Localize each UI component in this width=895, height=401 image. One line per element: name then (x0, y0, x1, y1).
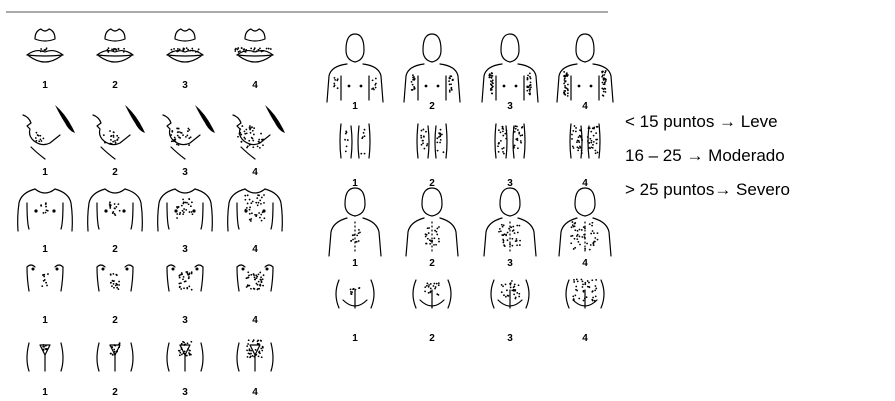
lower-back-figure-1: 1 (336, 280, 374, 344)
thigh-figure-2: 2 (417, 124, 447, 189)
lower-back-score-label: 3 (507, 333, 513, 344)
arm-score-label: 3 (507, 101, 513, 112)
chin-score-label: 2 (112, 167, 118, 178)
upper-abdomen-figure-4: 4 (237, 265, 273, 326)
chest-figure-3: 3 (158, 189, 213, 255)
upper-lip-score-label: 1 (42, 80, 48, 91)
upper-back-score-label: 4 (582, 258, 588, 269)
legend-severe: > 25 puntos→ Severo (625, 180, 890, 200)
lower-abdomen-figure-1: 1 (27, 343, 63, 396)
upper-back-score-label: 3 (507, 258, 513, 269)
upper-abdomen-score-label: 4 (252, 315, 258, 326)
chin-figure-3: 3 (163, 105, 215, 178)
arm-figure-1: 1 (327, 34, 383, 112)
upper-lip-figure-3: 3 (167, 29, 203, 91)
upper-lip-score-label: 3 (182, 80, 188, 91)
lower-abdomen-score-label: 1 (42, 387, 48, 396)
upper-abdomen-figure-1: 1 (27, 265, 63, 326)
arm-figure-4: 4 (557, 34, 613, 112)
upper-lip-figure-2: 2 (97, 29, 133, 91)
lower-back-score-label: 4 (582, 333, 588, 344)
upper-back-score-label: 1 (352, 258, 358, 269)
lower-abdomen-score-label: 4 (252, 387, 258, 396)
lower-abdomen-figure-4: 4 (237, 339, 273, 396)
score-legend: < 15 puntos → Leve 16 – 25 → Moderado > … (625, 112, 890, 214)
lower-abdomen-figure-3: 3 (167, 341, 203, 396)
arm-score-label: 1 (352, 101, 358, 112)
arm-figure-2: 2 (404, 34, 460, 112)
chest-figure-2: 2 (88, 189, 143, 255)
legend-moderate: 16 – 25 → Moderado (625, 146, 890, 166)
thigh-score-label: 1 (352, 178, 358, 189)
thigh-score-label: 2 (429, 178, 435, 189)
chest-score-label: 3 (182, 244, 188, 255)
chest-figure-1: 1 (18, 189, 73, 255)
upper-lip-figure-1: 1 (27, 29, 63, 91)
chin-figure-4: 4 (233, 105, 285, 178)
arm-score-label: 2 (429, 101, 435, 112)
upper-back-figure-2: 2 (406, 188, 458, 269)
chin-figure-2: 2 (93, 105, 145, 178)
chest-score-label: 4 (252, 244, 258, 255)
upper-abdomen-score-label: 3 (182, 315, 188, 326)
legend-mild: < 15 puntos → Leve (625, 112, 890, 132)
chest-score-label: 1 (42, 244, 48, 255)
lower-back-figure-3: 3 (491, 280, 529, 344)
thigh-figure-4: 4 (570, 124, 600, 189)
lower-back-score-label: 1 (352, 333, 358, 344)
lower-abdomen-score-label: 3 (182, 387, 188, 396)
upper-back-figure-4: 4 (559, 188, 611, 269)
lower-back-figure-4: 4 (566, 278, 604, 344)
chin-score-label: 1 (42, 167, 48, 178)
chin-score-label: 3 (182, 167, 188, 178)
upper-abdomen-score-label: 1 (42, 315, 48, 326)
thigh-score-label: 4 (582, 178, 588, 189)
chest-score-label: 2 (112, 244, 118, 255)
chest-figure-4: 4 (228, 189, 283, 255)
upper-abdomen-figure-2: 2 (97, 265, 133, 326)
thigh-figure-1: 1 (340, 124, 370, 189)
thigh-score-label: 3 (507, 178, 513, 189)
lower-abdomen-score-label: 2 (112, 387, 118, 396)
upper-abdomen-figure-3: 3 (167, 265, 203, 326)
upper-abdomen-score-label: 2 (112, 315, 118, 326)
upper-lip-score-label: 2 (112, 80, 118, 91)
upper-lip-figure-4: 4 (234, 29, 273, 91)
upper-back-figure-3: 3 (484, 188, 536, 269)
thigh-figure-3: 3 (495, 124, 525, 189)
upper-back-score-label: 2 (429, 258, 435, 269)
chin-figure-1: 1 (23, 105, 75, 178)
arm-score-label: 4 (582, 101, 588, 112)
upper-back-figure-1: 1 (329, 188, 381, 269)
chin-score-label: 4 (252, 167, 258, 178)
arm-figure-3: 3 (482, 34, 538, 112)
lower-abdomen-figure-2: 2 (97, 342, 133, 396)
upper-lip-score-label: 4 (252, 80, 258, 91)
lower-back-score-label: 2 (429, 333, 435, 344)
lower-back-figure-2: 2 (413, 280, 451, 344)
